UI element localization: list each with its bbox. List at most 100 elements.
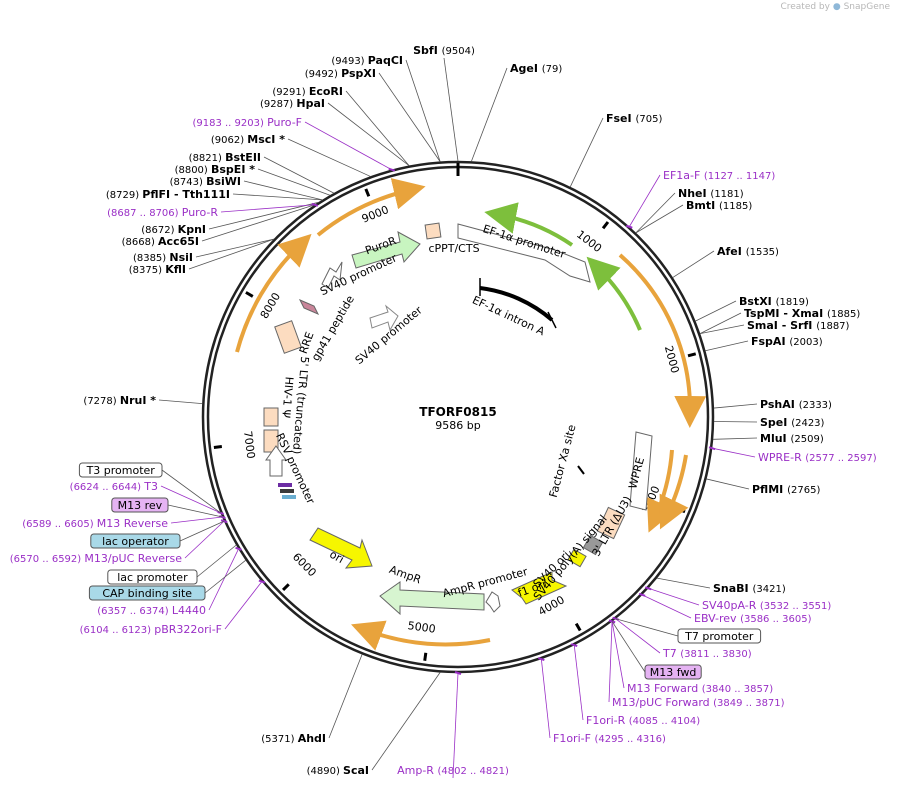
enzyme-label-afei: AfeI (1535) [717,245,779,258]
enzyme-name: MscI * [247,133,285,146]
plasmid-length: 9586 bp [435,419,480,432]
primer-position: (4085 .. 4104) [629,716,701,727]
enzyme-name: NruI * [120,394,156,407]
rsv-promoter-arrow-icon [265,445,287,477]
primer-leader-t7 [615,618,661,654]
primer-leader-puro-r [220,204,315,213]
plasmid-name: TFORF0815 [419,405,496,419]
enzyme-position: (1185) [719,201,752,212]
box-label-t7-promoter: T7 promoter [684,630,754,643]
enzyme-leader-spei [713,421,758,423]
enzyme-name: EcoRI [309,85,343,98]
enzyme-position: (2509) [790,434,823,445]
ltr-5-box-2 [263,429,279,453]
orf-arc-right-mid-2 [659,454,689,530]
primer-name: T7 [662,647,680,660]
enzyme-label-bspei: (8800) BspEI * [175,163,256,176]
primer-position: (3849 .. 3871) [713,698,785,709]
enzyme-position: (1535) [746,247,779,258]
primer-label-wpre-r: WPRE-R (2577 .. 2597) [758,451,877,464]
primer-position: (6104 .. 6123) [80,625,155,636]
feature-label-cppt-cts: cPPT/CTS [428,242,479,255]
label-leaders [158,57,758,779]
primer-mark-ef1a-f [625,224,633,229]
enzyme-label-pspxi: (9492) PspXI [305,67,376,80]
green-arc-right [586,256,642,331]
enzyme-leader-kfli [188,238,274,270]
ltr-5-box-1 [263,407,279,427]
enzyme-name: NsiI [169,251,193,264]
enzyme-label-smai-srfi: SmaI - SrfI (1887) [747,319,850,332]
enzyme-label-snabi: SnaBI (3421) [713,582,786,595]
enzyme-name: TspMI - XmaI [744,307,827,320]
enzyme-position: (9504) [442,46,475,57]
primer-mark-l4440 [235,546,242,551]
enzyme-label-pshai: PshAI (2333) [760,398,832,411]
box-leader-lac-promoter [196,544,237,578]
enzyme-label-nsii: (8385) NsiI [133,251,193,264]
primer-mark-f1ori-f [538,657,545,662]
green-arc-top [484,202,574,247]
enzyme-leader-agei [471,67,508,162]
primer-leader-wpre-r [712,447,756,458]
enzyme-position: (8375) [129,265,165,276]
primer-name: F1ori-R [586,714,629,727]
enzyme-name: NheI [678,187,710,200]
enzyme-label-msci: (9062) MscI * [211,133,285,146]
ef1a-promoter-shape [457,223,591,283]
enzyme-label-hpai: (9287) HpaI [260,97,325,110]
primer-label-ef1a-f: EF1a-F (1127 .. 1147) [663,169,775,182]
enzyme-leader-ecori [345,90,410,166]
enzyme-position: (1819) [776,297,809,308]
primer-name: M13/pUC Forward [612,696,713,709]
primer-name: T3 [143,480,158,493]
enzyme-leader-fspai [705,340,749,352]
box-t7-promoter [677,628,762,644]
enzyme-leader-acc65i [201,204,315,242]
ampr-promoter-arrow-icon [485,591,501,613]
enzyme-position: (5371) [261,734,297,745]
primer-position: (4802 .. 4821) [437,766,509,777]
enzyme-position: (2765) [787,485,820,496]
box-label-m13-rev: M13 rev [118,499,163,512]
primer-name: EF1a-F [663,169,704,182]
primer-name: F1ori-F [553,732,594,745]
cppt-box [424,222,442,240]
enzyme-label-ahdi: (5371) AhdI [261,732,326,745]
feature-label-ef-1-intron-a: EF-1α intron A [470,293,547,338]
ori-arrow [309,527,373,569]
box-m13-rev [111,497,169,513]
primer-position: (3532 .. 3551) [760,601,832,612]
enzyme-name: Acc65I [158,235,199,248]
enzyme-leader-sbfi [443,57,459,162]
enzyme-leader-pflfi-tth111i [232,193,323,201]
primer-leader-ebv-rev [641,594,692,619]
enzyme-name: SpeI [760,416,791,429]
primer-label-puro-r: (8687 .. 8706) Puro-R [107,206,218,219]
enzyme-label-ecori: (9291) EcoRI [272,85,343,98]
primer-leader-l4440 [208,548,239,611]
orf-arc-right-mid [646,449,677,533]
primer-name: M13/pUC Reverse [84,552,182,565]
enzyme-leader-fsei [569,117,604,188]
tick-4000 [574,622,582,632]
enzyme-label-mlui: MluI (2509) [760,432,824,445]
enzyme-position: (8672) [141,225,177,236]
primer-position: (9183 .. 9203) [192,118,267,129]
ltr-3-box [596,506,626,540]
puror-arrow [351,231,421,269]
enzyme-label-pflfi-tth111i: (8729) PflFI - Tth111I [106,188,230,201]
enzyme-position: (9062) [211,135,247,146]
enzyme-label-pflmi: PflMI (2765) [752,483,820,496]
primer-mark-sv40pa-r [644,586,652,591]
primer-leader-ef1a-f [628,174,661,227]
primer-leader-pbr322ori-f [224,581,263,630]
feature-label-hiv-1: HIV-1 Ψ [279,376,296,419]
primer-name: pBR322ori-F [154,623,222,636]
enzyme-position: (2423) [791,418,824,429]
primer-label-amp-r: Amp-R (4802 .. 4821) [397,764,509,777]
primer-leader-m13-puc-forward [608,621,613,703]
primer-position: (2577 .. 2597) [805,453,877,464]
tick-label-6000: 6000 [290,550,319,579]
enzyme-position: (8821) [189,153,225,164]
